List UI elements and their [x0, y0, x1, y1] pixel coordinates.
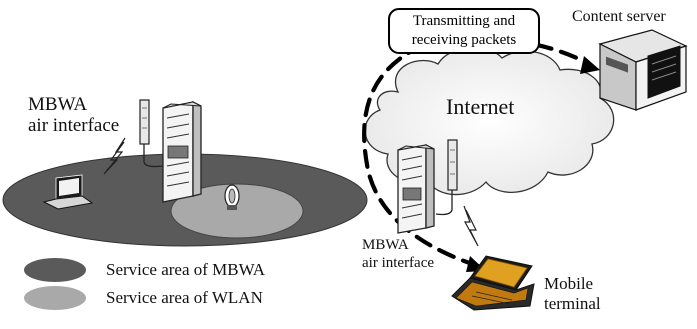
left-air-interface-line2: air interface	[28, 115, 120, 136]
right-air-interface-line1: MBWA	[362, 237, 409, 253]
legend-item-wlan: Service area of WLAN	[24, 286, 263, 310]
legend-item-mbwa: Service area of MBWA	[24, 258, 265, 282]
legend-swatch-wlan	[24, 286, 86, 310]
callout-line1: Transmitting and	[412, 13, 516, 29]
content-server-label: Content server	[572, 8, 666, 25]
mobile-terminal-line1: Mobile	[544, 274, 594, 293]
packets-callout-box: Transmitting and receiving packets	[388, 8, 540, 54]
mobile-terminal-label: Mobile terminal	[544, 274, 601, 314]
legend-label-mbwa: Service area of MBWA	[106, 260, 266, 279]
left-air-interface-label: MBWA air interface	[28, 94, 119, 136]
mobile-terminal-line2: terminal	[544, 294, 601, 313]
wlan-access-point-icon	[224, 184, 240, 210]
right-base-station-server-icon	[397, 143, 435, 234]
right-air-interface-line2: air interface	[362, 255, 435, 271]
wireless-link-icon	[103, 137, 126, 175]
right-wireless-link-icon	[463, 205, 479, 247]
left-air-interface-line1: MBWA	[28, 94, 88, 115]
right-air-interface-label: MBWA air interface	[362, 236, 434, 272]
content-server-icon	[598, 29, 688, 111]
right-antenna-icon	[435, 139, 458, 216]
mobile-terminal-laptop-icon	[451, 255, 535, 311]
legend-swatch-mbwa	[24, 258, 86, 282]
internet-label: Internet	[446, 94, 515, 119]
callout-line2: receiving packets	[411, 32, 517, 48]
arrowhead-server-icon	[580, 56, 600, 74]
laptop-icon	[42, 174, 94, 210]
legend-label-wlan: Service area of WLAN	[106, 288, 263, 307]
base-station-server-icon	[162, 100, 202, 203]
antenna-icon	[139, 99, 164, 168]
wlan-service-area	[170, 183, 304, 239]
